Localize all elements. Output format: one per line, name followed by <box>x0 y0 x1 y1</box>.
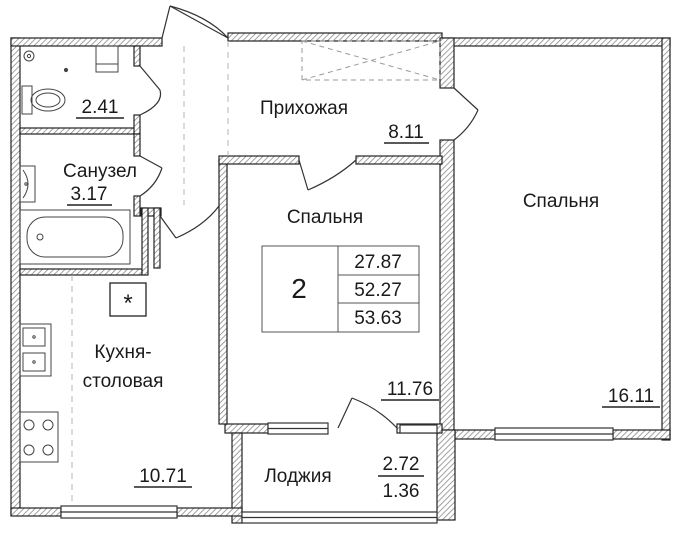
vent-shaft <box>109 282 147 317</box>
walls <box>10 32 671 524</box>
hallway-area: 8.11 <box>388 122 424 143</box>
wc-sink-icon <box>95 45 119 73</box>
kitchen-name-line1: Кухня- <box>94 342 151 363</box>
hallway-name: Прихожая <box>260 98 348 119</box>
bathtub-icon <box>19 209 131 265</box>
guide-lines <box>71 41 229 506</box>
fixtures <box>19 45 147 463</box>
bedroom-right-name: Спальня <box>523 191 599 212</box>
total-area: 52.27 <box>354 280 402 301</box>
toilet-icon <box>21 85 66 115</box>
kitchen-name-line2: столовая <box>83 371 164 392</box>
bathroom-sink-icon <box>19 165 36 203</box>
kitchen-area: 10.71 <box>139 466 187 487</box>
floor-drain-icon <box>23 50 35 62</box>
bathroom-name: Санузел <box>63 161 137 182</box>
bedroom-center-name: Спальня <box>287 207 363 228</box>
labels: 2.41 Санузел 3.17 Прихожая 8.11 Спальня … <box>63 97 660 502</box>
vent-symbol: * <box>123 290 132 317</box>
kitchen-sink-icon <box>19 323 52 377</box>
loggia-area-reduced: 1.36 <box>383 481 420 502</box>
drain-dot-icon <box>63 67 69 73</box>
stove-icon <box>19 411 59 463</box>
hallway-closet <box>301 40 441 81</box>
loggia-name: Лоджия <box>264 466 331 487</box>
wc-area: 2.41 <box>82 97 119 118</box>
loggia-area: 2.72 <box>383 454 420 475</box>
bathroom-area: 3.17 <box>71 184 108 205</box>
total-with-loggia: 53.63 <box>354 308 402 329</box>
windows <box>60 422 614 524</box>
living-area: 27.87 <box>354 252 402 273</box>
door-swings <box>139 5 479 429</box>
rooms-count: 2 <box>291 273 307 304</box>
summary-table <box>261 245 420 333</box>
bedroom-right-area: 16.11 <box>608 386 654 407</box>
bedroom-center-area: 11.76 <box>387 379 433 400</box>
